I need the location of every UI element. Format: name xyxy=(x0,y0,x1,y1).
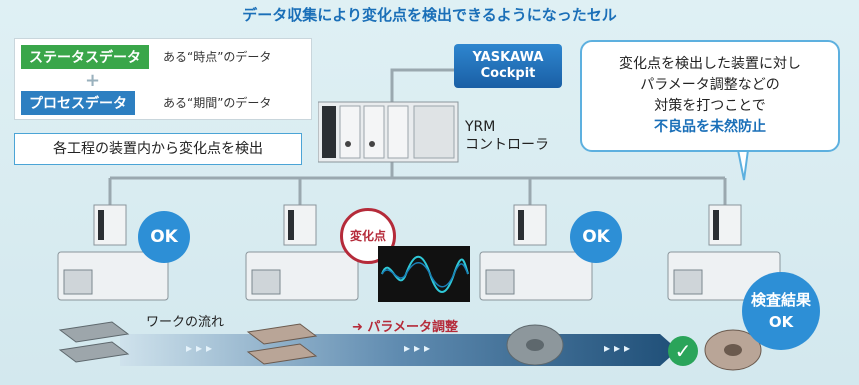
controller-module-dark xyxy=(322,106,336,158)
diagram-title: データ収集により変化点を検出できるようになったセル xyxy=(242,6,617,24)
ok-badge-2: OK xyxy=(570,211,622,263)
cockpit-link xyxy=(390,68,454,110)
controller-line2: コントローラ xyxy=(465,137,549,153)
prevention-callout: 変化点を検出した装置に対し パラメータ調整などの 対策を打つことで 不良品を未然… xyxy=(580,40,840,152)
parameter-adjust-text: パラメータ調整 xyxy=(367,320,459,335)
station-controller-2-module xyxy=(288,210,294,240)
callout-line3: 対策を打つことで xyxy=(654,98,766,114)
workpiece-plate xyxy=(246,343,318,365)
arrow-right-icon: ➜ xyxy=(352,320,368,335)
workpiece-plate xyxy=(58,321,130,343)
flow-arrows-2: ▸▸▸ xyxy=(404,341,435,355)
status-data-tag: ステータスデータ xyxy=(21,45,149,69)
check-icon: ✓ xyxy=(668,336,698,366)
machine-4-motor xyxy=(673,269,703,295)
controller-module xyxy=(339,105,361,159)
controller-port xyxy=(345,141,351,147)
yaskawa-cockpit-badge: YASKAWA Cockpit xyxy=(454,44,562,88)
controller-io-block xyxy=(413,105,455,159)
waveform-trace xyxy=(381,262,469,288)
workpiece-gear-hole xyxy=(724,344,742,356)
data-type-legend: ステータスデータ ある“時点”のデータ + プロセスデータ ある“期間”のデータ xyxy=(14,38,312,120)
machine-3-motor xyxy=(485,269,515,295)
station-controller-1-module xyxy=(98,210,104,240)
callout-line4: 不良品を未然防止 xyxy=(654,119,766,135)
machine-2-motor xyxy=(251,269,281,295)
process-data-tag: プロセスデータ xyxy=(21,91,135,115)
result-line1: 検査結果 xyxy=(750,291,811,309)
flow-arrows-3: ▸▸▸ xyxy=(604,341,635,355)
cockpit-line2: Cockpit xyxy=(480,66,536,81)
callout-line1: 変化点を検出した装置に対し xyxy=(619,56,801,72)
station-controller-3-module xyxy=(518,210,524,240)
controller-label: YRM コントローラ xyxy=(465,118,549,154)
cockpit-line1: YASKAWA xyxy=(472,50,544,65)
station-controller-4-module xyxy=(713,210,719,240)
callout-line2: パラメータ調整などの xyxy=(640,77,780,93)
flow-arrows-1: ▸▸▸ xyxy=(186,341,217,355)
controller-port xyxy=(369,141,375,147)
controller-illustration xyxy=(318,101,459,163)
process-data-desc: ある“期間”のデータ xyxy=(163,96,272,110)
inspection-result-badge: 検査結果 OK xyxy=(742,272,820,350)
parameter-adjust-label: ➜ パラメータ調整 xyxy=(352,316,458,335)
work-flow-label: ワークの流れ xyxy=(146,315,225,330)
ok-badge-1: OK xyxy=(138,211,190,263)
result-line2: OK xyxy=(768,313,794,331)
workpiece-plate xyxy=(58,341,130,363)
waveform-monitor xyxy=(378,246,470,302)
controller-module xyxy=(387,105,409,159)
controller-module xyxy=(363,105,385,159)
workpiece-gear-hole xyxy=(526,339,544,351)
controller-line1: YRM xyxy=(465,119,496,135)
machine-1-motor xyxy=(63,269,93,295)
status-data-desc: ある“時点”のデータ xyxy=(163,50,272,64)
workpiece-plate xyxy=(246,323,318,345)
detect-caption: 各工程の装置内から変化点を検出 xyxy=(14,133,302,165)
plus-icon: + xyxy=(85,70,101,91)
